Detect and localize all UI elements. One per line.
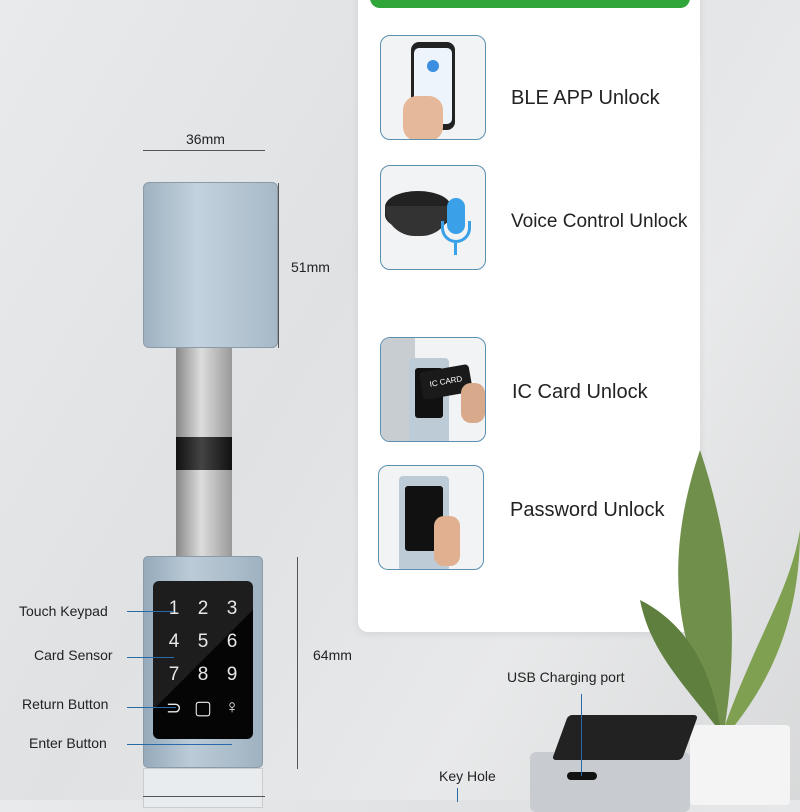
feature-voice-control: Voice Control Unlock (511, 211, 688, 232)
lock-module-top (551, 715, 699, 760)
plant-leaves (640, 450, 800, 725)
top-height-label: 51mm (291, 259, 330, 275)
key-1: 1 (168, 598, 180, 619)
usb-port-icon (567, 772, 597, 780)
enter-key-icon: ♀ (224, 697, 240, 718)
feature-password: Password Unlock (510, 499, 665, 521)
key-9: 9 (226, 664, 238, 685)
key-4: 4 (168, 631, 180, 652)
return-icon: ⊃ (166, 698, 182, 719)
callout-return-button: Return Button (22, 696, 109, 712)
bottom-height-label: 64mm (313, 647, 352, 663)
leader-line (127, 707, 176, 708)
lock-square-icon: ▢ (194, 698, 212, 719)
base-width-line (143, 796, 265, 797)
touch-keypad: 1 2 3 4 5 6 7 8 9 ⊃ ▢ ♀ (153, 581, 253, 739)
lock-module (530, 752, 690, 812)
callout-card-sensor: Card Sensor (34, 647, 113, 663)
feature-ic-card: IC Card Unlock (512, 381, 648, 403)
ic-card-icon: IC CARD (380, 337, 486, 442)
key-5: 5 (197, 631, 209, 652)
lock-knob (143, 182, 278, 348)
callout-touch-keypad: Touch Keypad (19, 603, 108, 619)
cylinder-band (176, 437, 232, 470)
leader-line (457, 788, 458, 802)
key-3: 3 (226, 598, 238, 619)
callout-enter-button: Enter Button (29, 735, 107, 751)
width-dimension-line (143, 150, 265, 151)
smart-speaker-mic-icon (380, 165, 486, 270)
green-header-bar (370, 0, 690, 8)
leader-line (127, 657, 174, 658)
phone-app-icon (380, 35, 486, 140)
key-7: 7 (168, 664, 180, 685)
leader-line (581, 694, 582, 776)
leader-line (127, 611, 174, 612)
key-6: 6 (226, 631, 238, 652)
lock-base (143, 768, 263, 808)
plant-pot (690, 725, 790, 805)
leader-line (127, 744, 232, 745)
bottom-height-dimension-line (297, 557, 298, 769)
top-height-dimension-line (278, 183, 279, 348)
key-8: 8 (197, 664, 209, 685)
keypad-icon (378, 465, 484, 570)
feature-ble-app: BLE APP Unlock (511, 87, 660, 109)
callout-usb-port: USB Charging port (507, 669, 625, 685)
key-2: 2 (197, 598, 209, 619)
width-label: 36mm (186, 131, 225, 147)
callout-key-hole: Key Hole (439, 768, 496, 784)
